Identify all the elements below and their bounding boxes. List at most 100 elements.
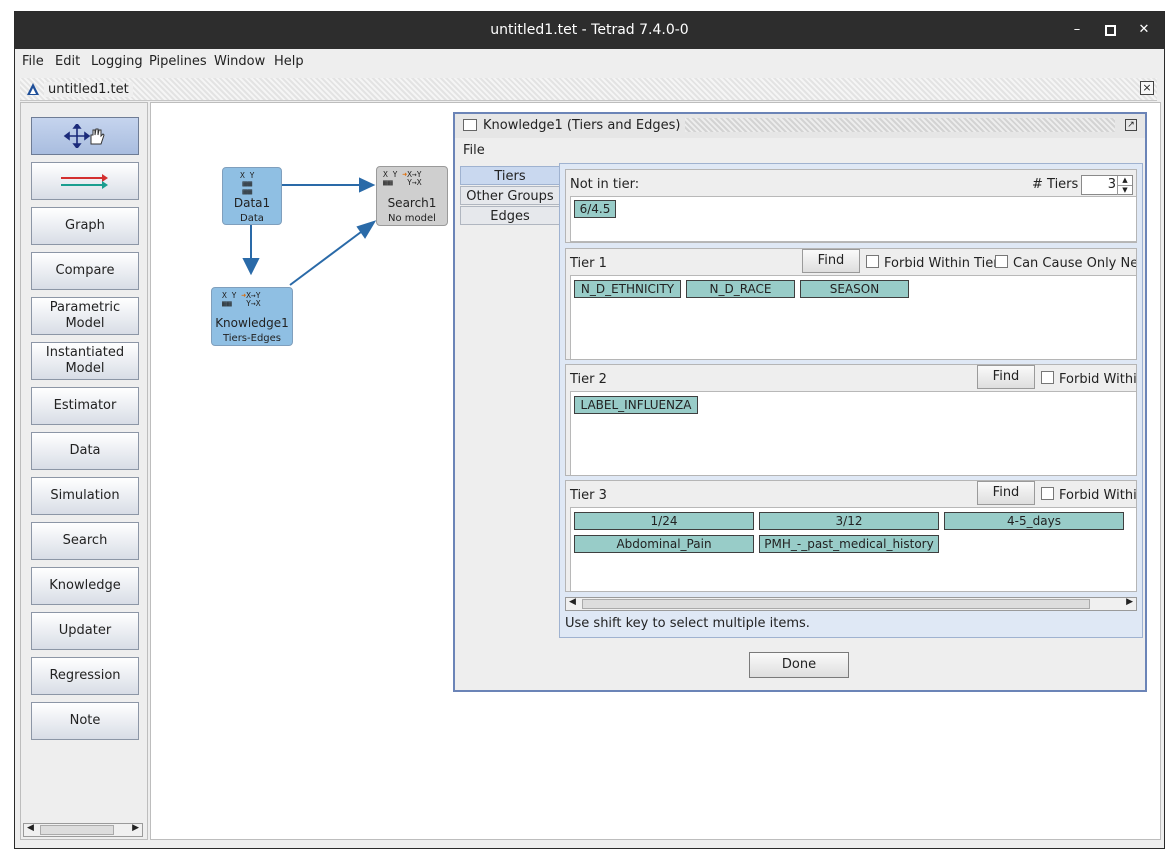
parametric-model-button[interactable]: Parametric Model (31, 297, 139, 335)
variable-chip[interactable]: PMH_-_past_medical_history (759, 535, 939, 553)
tier2-find-button[interactable]: Find (977, 365, 1035, 389)
dialog-menu-file[interactable]: File (463, 143, 485, 158)
search-button[interactable]: Search (31, 522, 139, 560)
variable-chip[interactable]: Abdominal_Pain (574, 535, 754, 553)
tab-edges[interactable]: Edges (460, 206, 560, 225)
tier1-list[interactable]: N_D_ETHNICITY N_D_RACE SEASON (570, 275, 1136, 359)
tier1-cause-next-label: Can Cause Only Next (1013, 256, 1137, 271)
tier1-cause-next-checkbox[interactable]: Can Cause Only Next (995, 255, 1137, 271)
dialog-menu-bar: File (455, 140, 1145, 160)
knowledge-button[interactable]: Knowledge (31, 567, 139, 605)
compare-button[interactable]: Compare (31, 252, 139, 290)
instantiated-model-button[interactable]: Instantiated Model (31, 342, 139, 380)
window-title: untitled1.tet - Tetrad 7.4.0-0 (490, 22, 689, 38)
menu-help[interactable]: Help (274, 54, 304, 69)
done-button[interactable]: Done (749, 652, 849, 678)
tier2-label: Tier 2 (570, 372, 607, 387)
tier1-find-button[interactable]: Find (802, 249, 860, 273)
edge-tool-button[interactable] (31, 162, 139, 200)
window-icon (463, 119, 477, 131)
scroll-right-icon[interactable]: ▶ (132, 823, 139, 833)
document-title-bar[interactable]: untitled1.tet × (20, 78, 1157, 101)
menu-window[interactable]: Window (214, 54, 266, 69)
variable-chip[interactable]: N_D_ETHNICITY (574, 280, 681, 298)
graph-button[interactable]: Graph (31, 207, 139, 245)
tier3-list[interactable]: 1/24 3/12 4-5_days Abdominal_Pain PMH_-_… (570, 507, 1136, 591)
minimize-icon[interactable]: – (1073, 22, 1081, 37)
tier3-label: Tier 3 (570, 488, 607, 503)
title-bar[interactable]: untitled1.tet - Tetrad 7.4.0-0 – ✕ (15, 12, 1164, 49)
data-button[interactable]: Data (31, 432, 139, 470)
scroll-left-icon[interactable]: ◀ (27, 823, 34, 833)
spinner-down-icon[interactable]: ▼ (1117, 185, 1132, 195)
variable-chip[interactable]: 6/4.5 (574, 200, 616, 218)
regression-button[interactable]: Regression (31, 657, 139, 695)
data-table-icon: X Y▦▦▦▦ (240, 171, 255, 196)
node-name: Data1 (233, 196, 271, 210)
node-knowledge1[interactable]: X Y ➜X→Y▦▦ Y→X Knowledge1 Tiers-Edges (211, 287, 293, 346)
node-name: Knowledge1 (215, 316, 289, 330)
tier1-forbid-checkbox[interactable]: Forbid Within Tier (866, 255, 999, 271)
variable-chip[interactable]: SEASON (800, 280, 909, 298)
tier1-section: Tier 1 Find Forbid Within Tier Can Cause… (565, 248, 1137, 360)
tiers-count-value: 3 (1107, 177, 1116, 192)
variable-chip[interactable]: 4-5_days (944, 512, 1124, 530)
checkbox-icon (1041, 371, 1054, 384)
multi-select-hint: Use shift key to select multiple items. (565, 616, 810, 631)
tier3-forbid-label: Forbid Within (1059, 488, 1137, 503)
scroll-thumb[interactable] (582, 599, 1090, 609)
spinner-up-icon[interactable]: ▲ (1117, 176, 1132, 185)
maximize-icon[interactable] (1099, 20, 1121, 40)
variable-chip[interactable]: 1/24 (574, 512, 754, 530)
simulation-button[interactable]: Simulation (31, 477, 139, 515)
tool-palette: Graph Compare Parametric Model Instantia… (20, 102, 148, 840)
node-type: Data (240, 213, 264, 224)
maximize-icon[interactable]: ↗ (1125, 119, 1137, 131)
tier2-list[interactable]: LABEL_INFLUENZA (570, 391, 1136, 475)
tetrad-logo-icon (27, 83, 39, 95)
tier3-find-button[interactable]: Find (977, 481, 1035, 505)
tiers-horizontal-scrollbar[interactable]: ◀ ▶ (565, 597, 1137, 611)
tiers-count-spinner[interactable]: 3 ▲ ▼ (1081, 175, 1133, 195)
menu-file[interactable]: File (22, 54, 44, 69)
node-name: Search1 (387, 196, 437, 210)
menu-edit[interactable]: Edit (55, 54, 81, 69)
close-icon[interactable]: ✕ (1138, 22, 1150, 37)
scroll-thumb[interactable] (40, 825, 114, 835)
tiers-panel: Not in tier: # Tiers = 3 ▲ ▼ 6/4.5 Tier … (559, 163, 1143, 638)
not-in-tier-label: Not in tier: (570, 177, 640, 192)
note-button[interactable]: Note (31, 702, 139, 740)
menu-bar: File Edit Logging Pipelines Window Help (15, 49, 1164, 73)
node-data1[interactable]: X Y▦▦▦▦ Data1 Data (222, 167, 282, 225)
title-grip (660, 118, 1115, 132)
document-close-icon[interactable]: × (1140, 81, 1154, 95)
palette-horizontal-scrollbar[interactable]: ◀ ▶ (23, 823, 143, 837)
menu-pipelines[interactable]: Pipelines (149, 54, 207, 69)
tiers-count-label: # Tiers = (1032, 177, 1094, 192)
estimator-button[interactable]: Estimator (31, 387, 139, 425)
variable-chip[interactable]: 3/12 (759, 512, 939, 530)
move-tool-button[interactable] (31, 117, 139, 155)
tier2-forbid-checkbox[interactable]: Forbid Within (1041, 371, 1136, 387)
tab-tiers[interactable]: Tiers (460, 166, 560, 185)
updater-button[interactable]: Updater (31, 612, 139, 650)
tier3-section: Tier 3 Find Forbid Within 1/24 3/12 4-5_… (565, 480, 1137, 592)
scroll-left-icon[interactable]: ◀ (569, 597, 576, 607)
graph-edges (242, 177, 377, 286)
knowledge-dialog: Knowledge1 (Tiers and Edges) ↗ File Tier… (453, 112, 1147, 692)
tier1-forbid-label: Forbid Within Tier (884, 256, 999, 271)
tier2-section: Tier 2 Find Forbid Within LABEL_INFLUENZ… (565, 364, 1137, 476)
tier1-label: Tier 1 (570, 256, 607, 271)
scroll-right-icon[interactable]: ▶ (1126, 597, 1133, 607)
menu-logging[interactable]: Logging (91, 54, 143, 69)
not-in-tier-list[interactable]: 6/4.5 (570, 196, 1136, 242)
node-search1[interactable]: X Y ➜X→Y▦▦ Y→X Search1 No model (376, 166, 448, 226)
checkbox-icon (995, 255, 1008, 268)
dialog-title-bar[interactable]: Knowledge1 (Tiers and Edges) ↗ (455, 114, 1145, 138)
tab-other-groups[interactable]: Other Groups (460, 186, 560, 205)
variable-chip[interactable]: N_D_RACE (686, 280, 795, 298)
variable-chip[interactable]: LABEL_INFLUENZA (574, 396, 698, 414)
edge-knowledge1-search1[interactable] (289, 228, 366, 286)
not-in-tier-section: Not in tier: # Tiers = 3 ▲ ▼ 6/4.5 (565, 169, 1137, 243)
tier3-forbid-checkbox[interactable]: Forbid Within (1041, 487, 1137, 503)
